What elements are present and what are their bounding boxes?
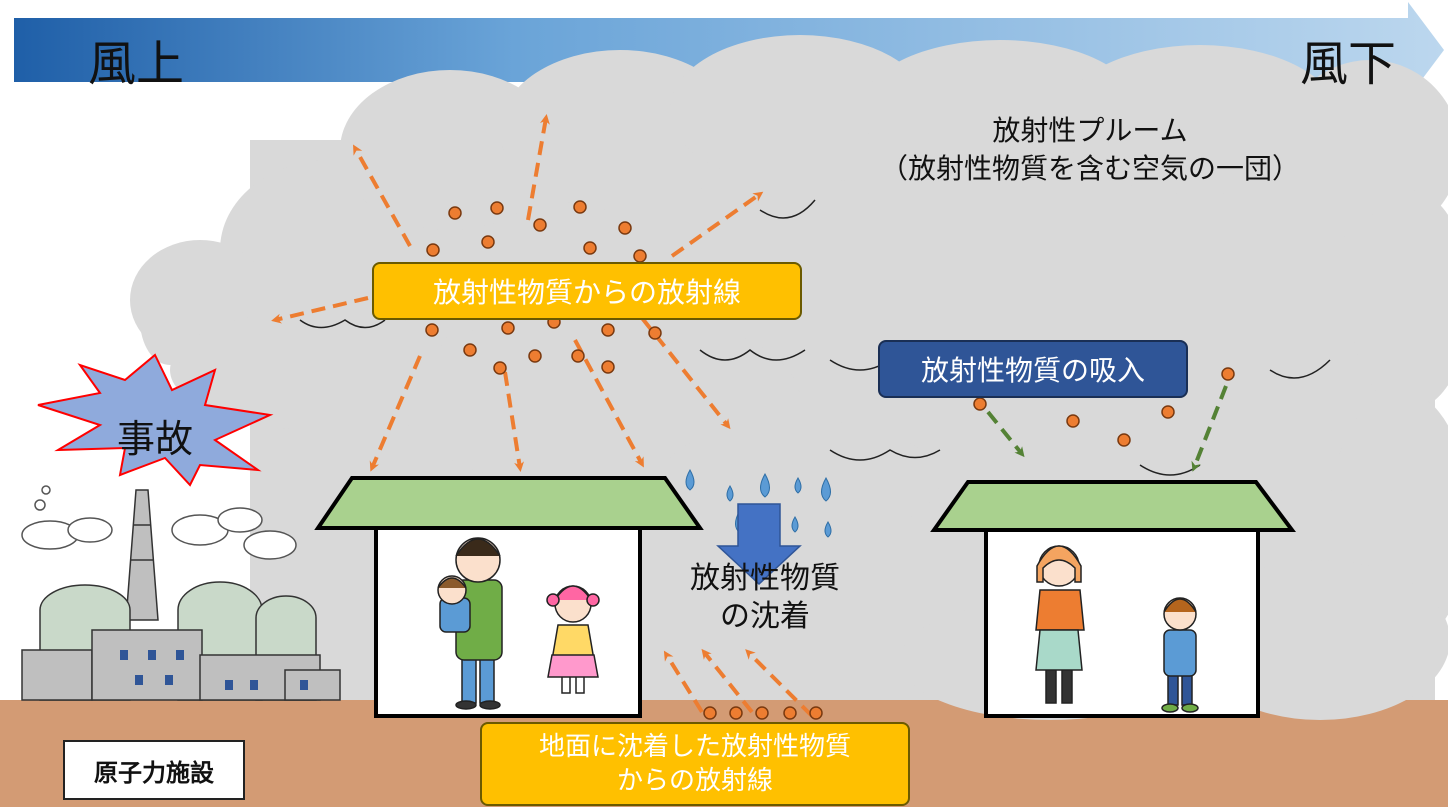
ground-radiation-label-line2: からの放射線	[616, 766, 773, 796]
plume-label-line2: （放射性物質を含む空気の一団）	[879, 152, 1300, 185]
deposition-label-line2: の沈着	[720, 599, 810, 634]
ground-radiation-label: 地面に沈着した放射性物質 からの放射線	[480, 722, 910, 806]
facility-label: 原子力施設	[63, 740, 245, 800]
plume-label: 放射性プルーム （放射性物質を含む空気の一団）	[850, 112, 1330, 188]
person-toddler-icon	[437, 575, 471, 633]
house-left-icon	[314, 476, 704, 718]
person-girl-icon	[546, 585, 600, 694]
downwind-label: 風下	[1300, 36, 1397, 92]
inhalation-label: 放射性物質の吸入	[878, 340, 1188, 398]
inhalation-arrows	[986, 385, 1228, 472]
deposition-label: 放射性物質 の沈着	[680, 560, 850, 636]
plume-radiation-label: 放射性物質からの放射線	[372, 262, 802, 320]
person-woman-icon	[1035, 545, 1085, 704]
plume-label-line1: 放射性プルーム	[992, 114, 1188, 147]
nuclear-plant-icon	[21, 485, 341, 701]
upwind-label: 風上	[88, 36, 185, 92]
radioactive-particles	[425, 200, 1235, 720]
ground-radiation-label-line1: 地面に沈着した放射性物質	[538, 732, 851, 762]
house-right-icon	[930, 480, 1296, 718]
person-boy-icon	[1161, 597, 1199, 713]
accident-label: 事故	[116, 417, 193, 461]
ground-radiation-arrows	[663, 648, 814, 718]
explosion-burst-icon	[37, 353, 274, 487]
deposition-label-line1: 放射性物質	[690, 561, 840, 596]
deposit-arrow-icon	[716, 503, 802, 586]
